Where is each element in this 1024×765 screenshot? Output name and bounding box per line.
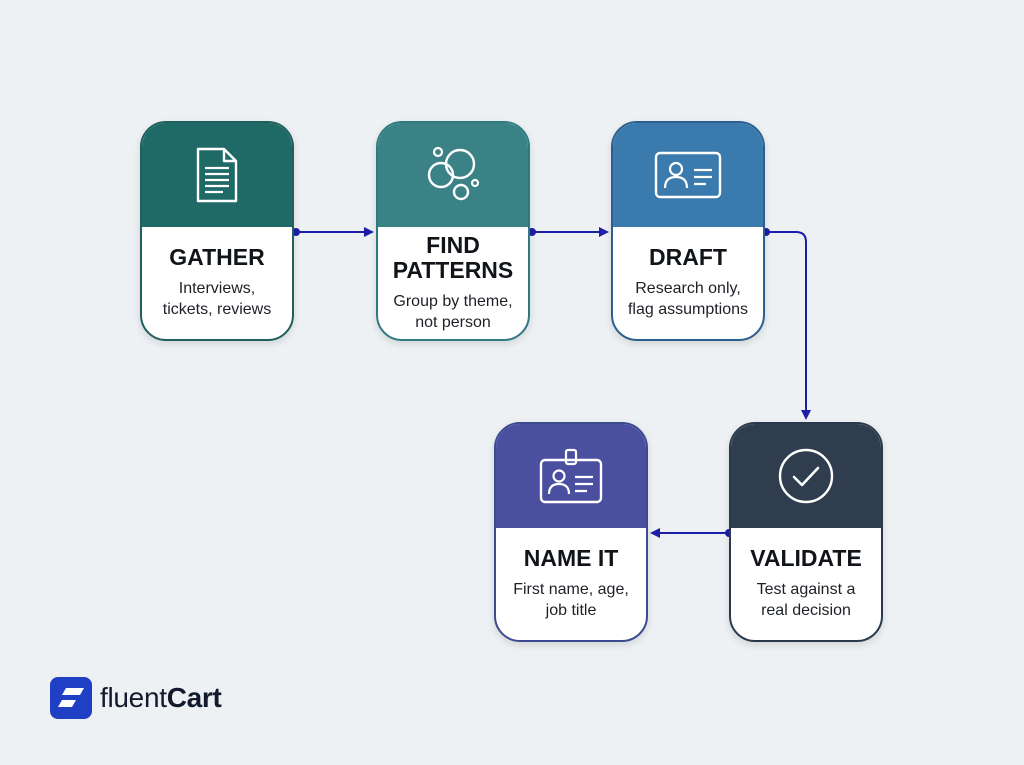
logo-wordmark: fluentCart (100, 682, 222, 714)
step-description: Research only, flag assumptions (627, 280, 749, 318)
step-card-gather: GATHER Interviews, tickets, reviews (140, 121, 294, 341)
step-title: VALIDATE (750, 545, 862, 571)
step-description: Group by theme, not person (393, 293, 513, 331)
step-title: GATHER (169, 244, 265, 270)
bubbles-icon (423, 145, 483, 205)
step-card-header (496, 424, 646, 528)
step-card-find-patterns: FIND PATTERNS Group by theme, not person (376, 121, 530, 341)
step-card-header (731, 424, 881, 528)
step-card-header (378, 123, 528, 227)
arrow-validate-to-name (650, 528, 733, 538)
logo-wordmark-bold: Cart (166, 682, 222, 713)
logo-wordmark-light: fluent (100, 682, 167, 713)
step-card-draft: DRAFT Research only, flag assumptions (611, 121, 765, 341)
id-badge-icon (539, 448, 603, 504)
step-card-name-it: NAME IT First name, age, job title (494, 422, 648, 642)
fluentcart-logo-icon (50, 677, 92, 719)
step-title: FIND PATTERNS (392, 232, 514, 283)
arrow-patterns-to-draft (528, 227, 609, 237)
profile-card-icon (654, 151, 722, 199)
step-title: DRAFT (649, 244, 727, 270)
arrow-draft-to-validate (762, 228, 811, 420)
step-title: NAME IT (523, 545, 619, 571)
step-card-header (613, 123, 763, 227)
step-card-header (142, 123, 292, 227)
check-circle-icon (777, 447, 835, 505)
step-description: Interviews, tickets, reviews (162, 280, 272, 318)
document-icon (194, 146, 240, 204)
fluentcart-logo: fluentCart (50, 677, 222, 719)
step-card-validate: VALIDATE Test against a real decision (729, 422, 883, 642)
step-description: First name, age, job title (513, 581, 629, 619)
step-description: Test against a real decision (756, 581, 856, 619)
arrow-gather-to-patterns (292, 227, 374, 237)
